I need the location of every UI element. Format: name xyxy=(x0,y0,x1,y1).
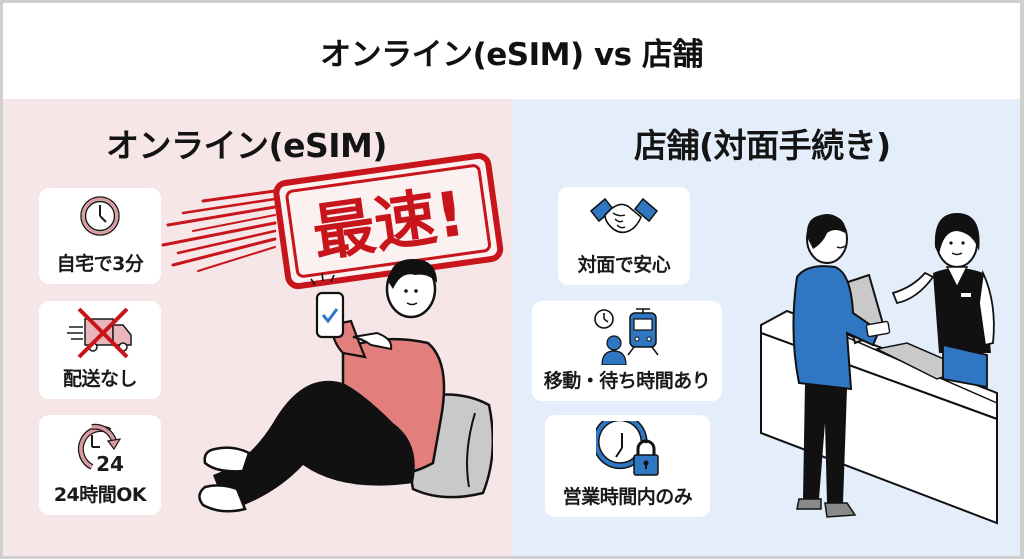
page-title: オンライン(eSIM) vs 店舗 xyxy=(320,36,703,73)
store-panel: 店舗(対面手続き) 対面で安心 xyxy=(512,99,1020,556)
feature-card-travel-wait: 移動・待ち時間あり xyxy=(532,301,722,401)
icon-24-text: 24 xyxy=(96,452,124,473)
no-delivery-truck-icon xyxy=(67,307,132,359)
clock-icon xyxy=(80,196,120,236)
person-clock-train-icon xyxy=(594,308,659,365)
store-counter-illustration xyxy=(760,213,998,525)
smartphone xyxy=(315,291,345,339)
feature-card-no-delivery: 配送なし xyxy=(39,301,161,399)
feature-card-business-hours: 営業時間内のみ xyxy=(545,415,710,517)
24-hour-clock-icon: 24 xyxy=(77,423,124,473)
store-heading: 店舗(対面手続き) xyxy=(634,126,891,165)
feature-card-home-3min: 自宅で3分 xyxy=(39,188,161,284)
handshake-icon xyxy=(589,197,659,234)
feature-label: 移動・待ち時間あり xyxy=(543,370,711,392)
feature-label: 対面で安心 xyxy=(577,254,671,276)
feature-label: 24時間OK xyxy=(53,484,147,506)
feature-label: 配送なし xyxy=(62,368,138,390)
feature-label: 自宅で3分 xyxy=(56,253,144,275)
infographic: オンライン(eSIM) vs 店舗 オンライン(eSIM) 最速! xyxy=(3,3,1020,556)
feature-card-24h: 24 24時間OK xyxy=(39,415,161,515)
clock-lock-icon xyxy=(595,421,659,476)
feature-label: 営業時間内のみ xyxy=(562,486,693,508)
person-with-smartphone-illustration xyxy=(198,259,493,513)
online-heading: オンライン(eSIM) xyxy=(106,126,387,165)
online-panel: オンライン(eSIM) 最速! xyxy=(3,99,512,556)
feature-card-face-to-face: 対面で安心 xyxy=(558,187,690,285)
